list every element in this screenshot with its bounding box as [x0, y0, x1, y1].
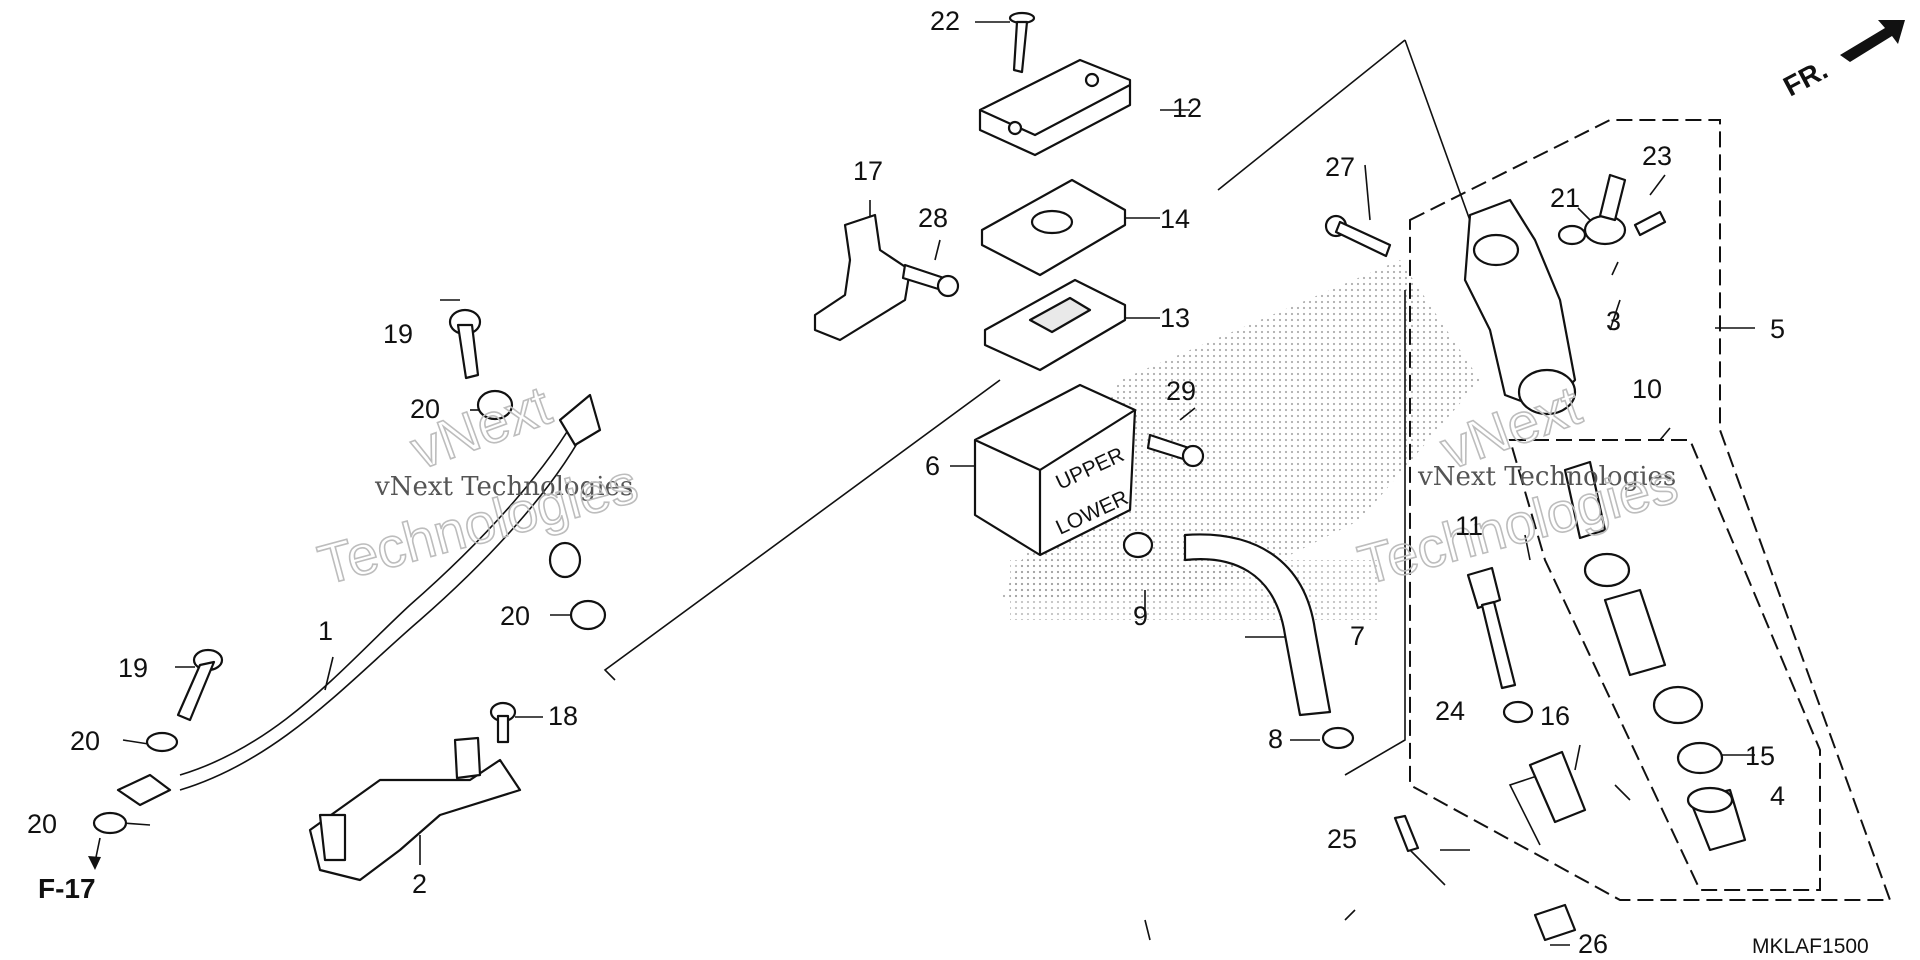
part-label-26: 26 — [1578, 929, 1608, 959]
part-label-29: 29 — [1166, 376, 1196, 406]
watermark-outline-vnext-left: vNext — [403, 373, 559, 481]
part-label-15: 15 — [1745, 741, 1775, 771]
pin-part-25 — [1393, 814, 1420, 853]
bolt-part-19-top — [448, 308, 482, 380]
joint-part-3 — [1583, 173, 1627, 246]
reservoir-cap-part-12 — [978, 58, 1132, 157]
part-label-21: 21 — [1550, 183, 1580, 213]
part-label-25: 25 — [1327, 824, 1357, 854]
part-label-7: 7 — [1350, 621, 1365, 651]
joint-part-16 — [1528, 750, 1587, 824]
part-label-5: 5 — [1770, 314, 1785, 344]
arrow-down-icon — [88, 837, 101, 870]
hose-part-7 — [1183, 533, 1332, 717]
part-label-18: 18 — [548, 701, 578, 731]
front-direction-arrow-icon — [1840, 20, 1905, 62]
part-label-23: 23 — [1642, 141, 1672, 171]
bolt-part-28 — [901, 263, 960, 298]
part-label-2: 2 — [412, 869, 427, 899]
watermark-text-left: vNext Technologies — [374, 472, 633, 502]
assembly-10-boundary — [1508, 439, 1821, 891]
washer-part-20-d — [92, 811, 128, 835]
bracket-part-2 — [308, 736, 522, 882]
part-label-20-c: 20 — [70, 726, 100, 756]
reference-label-f17: F-17 — [38, 873, 96, 904]
bolt-part-18 — [489, 701, 517, 744]
part-label-11: 11 — [1455, 511, 1483, 541]
push-rod-part-11 — [1466, 566, 1517, 690]
diagram-code: MKLAF1500 — [1752, 935, 1869, 958]
clip-part-8 — [1321, 726, 1355, 750]
screw-part-23 — [1633, 210, 1667, 237]
spring-part-10 — [1563, 460, 1607, 540]
bolt-part-19-bottom — [176, 648, 224, 722]
front-direction-label: FR. — [1778, 54, 1832, 103]
part-label-6: 6 — [925, 451, 940, 481]
assembly-5-boundary — [1409, 119, 1892, 901]
part-label-19-top: 19 — [383, 319, 413, 349]
part-label-9: 9 — [1133, 601, 1148, 631]
part-labels: 1 2 3 4 5 6 7 8 9 10 11 12 13 14 15 16 1… — [27, 6, 1785, 959]
part-label-12: 12 — [1172, 93, 1202, 123]
bolt-part-29 — [1146, 433, 1205, 468]
part-label-19-bottom: 19 — [118, 653, 148, 683]
bushing-part-4 — [1686, 786, 1747, 852]
o-ring-part-21 — [1557, 224, 1587, 246]
washer-part-20-a — [476, 389, 514, 421]
bolt-part-27 — [1324, 214, 1392, 258]
part-label-27: 27 — [1325, 152, 1355, 182]
screw-part-22 — [1008, 11, 1036, 74]
part-label-24: 24 — [1435, 696, 1465, 726]
clip-part-9 — [1122, 531, 1154, 559]
watermark-text-right: vNext Technologies — [1417, 462, 1676, 492]
piston — [1603, 588, 1667, 677]
boot — [1652, 685, 1704, 725]
part-label-20-d: 20 — [27, 809, 57, 839]
part-label-17: 17 — [853, 156, 883, 186]
part-label-20-b: 20 — [500, 601, 530, 631]
part-label-22: 22 — [930, 6, 960, 36]
part-label-8: 8 — [1268, 724, 1283, 754]
part-label-20-a: 20 — [410, 394, 440, 424]
part-label-13: 13 — [1160, 303, 1190, 333]
diaphragm-plate-part-14 — [980, 178, 1127, 277]
part-label-28: 28 — [918, 203, 948, 233]
nut-part-24 — [1502, 700, 1534, 724]
washer-part-20-b — [569, 599, 607, 631]
part-label-4: 4 — [1770, 781, 1785, 811]
master-cylinder-part-5 — [1463, 198, 1577, 416]
part-label-10: 10 — [1632, 374, 1662, 404]
brake-hose-part-1 — [116, 393, 602, 807]
part-label-16: 16 — [1540, 701, 1570, 731]
washer-part-20-c — [145, 731, 179, 753]
part-label-1: 1 — [318, 616, 333, 646]
bracket-part-17 — [813, 213, 912, 342]
circlip-part-15 — [1676, 741, 1724, 775]
piston-cup — [1583, 552, 1631, 588]
part-label-14: 14 — [1160, 204, 1190, 234]
diaphragm-part-13 — [983, 278, 1127, 372]
clip-part-26 — [1533, 903, 1577, 942]
part-label-3: 3 — [1606, 306, 1621, 336]
